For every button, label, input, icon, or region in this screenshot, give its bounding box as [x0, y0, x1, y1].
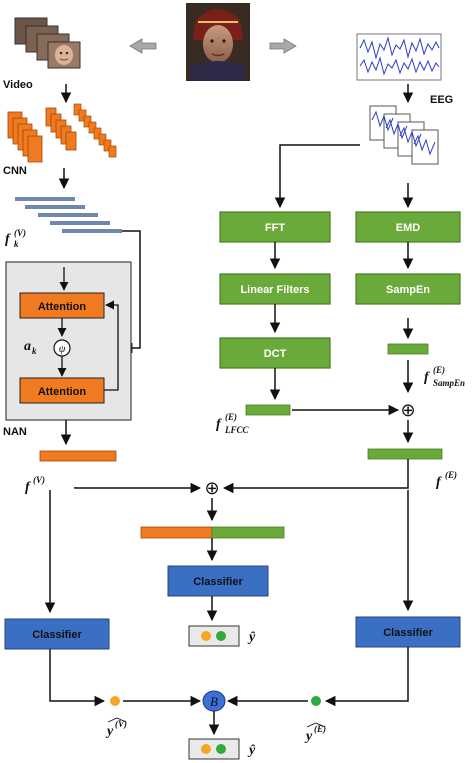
y-hat-e-label: y (E): [304, 722, 326, 744]
attention-bottom-label: Attention: [38, 386, 87, 398]
eeg-stack-icon: [369, 105, 439, 165]
attention-bottom-box: [19, 377, 105, 404]
sampen-feature-bar: [387, 343, 429, 355]
dct-label: DCT: [264, 348, 287, 360]
svg-text:(E): (E): [314, 724, 326, 734]
arrow-attention-loop: [104, 300, 119, 391]
concat-bar-video-part: [140, 526, 213, 539]
svg-text:SampEn: SampEn: [433, 378, 465, 388]
arrow-fv-to-fusion: [74, 482, 202, 494]
attention-top-label: Attention: [38, 301, 87, 313]
psi-symbol: ψ: [59, 343, 66, 355]
final-y-hat-label: ŷ: [247, 743, 256, 758]
f-lfcc-label: f (E) LFCC: [216, 412, 250, 435]
linear-filters-label: Linear Filters: [240, 284, 309, 296]
video-feature-bar: [39, 450, 117, 462]
final-output-dot-video: [201, 744, 211, 754]
center-classifier-label: Classifier: [193, 576, 243, 588]
svg-text:y: y: [105, 724, 114, 739]
yv-output-dot: [110, 696, 120, 706]
svg-text:k: k: [32, 346, 37, 356]
eeg-label: EEG: [430, 94, 453, 106]
attention-top-box: [19, 292, 105, 319]
cnn-layers-icon: [7, 103, 117, 163]
svg-text:(V): (V): [33, 475, 45, 485]
center-output-dot-eeg: [216, 631, 226, 641]
fft-label: FFT: [265, 222, 285, 234]
ye-output-dot: [311, 696, 321, 706]
nan-label: NAN: [3, 426, 27, 438]
svg-text:(E): (E): [433, 365, 445, 375]
svg-text:(E): (E): [225, 412, 237, 422]
frame-feature-bars: [15, 197, 122, 233]
video-frames-icon: [14, 17, 81, 69]
face-photo-icon: [186, 3, 250, 81]
dct-box: [219, 337, 331, 369]
eeg-feature-bar: [367, 448, 443, 460]
a-k-label: a k: [24, 339, 37, 356]
svg-text:k: k: [14, 239, 19, 249]
svg-text:f: f: [216, 417, 222, 432]
left-classifier-label: Classifier: [32, 629, 82, 641]
f-e-label: f (E): [436, 470, 457, 490]
svg-text:f: f: [436, 475, 442, 490]
eeg-concat-operator: ⊕: [400, 400, 415, 421]
sampen-box: [355, 273, 461, 305]
f-v-label: f (V): [25, 475, 45, 495]
center-output-dot-video: [201, 631, 211, 641]
lfcc-feature-bar: [245, 404, 291, 416]
arrow-fe-to-fusion: [222, 459, 409, 494]
arrow-right-classifier-to-ye: [324, 647, 409, 707]
final-output-box: [188, 738, 240, 760]
svg-text:f: f: [424, 370, 430, 385]
video-label: Video: [3, 79, 33, 91]
svg-text:y: y: [304, 729, 313, 744]
svg-text:f: f: [25, 480, 31, 495]
eeg-signal-icon: [356, 33, 442, 81]
arrow-left-icon: [129, 38, 157, 54]
cnn-label: CNN: [3, 165, 27, 177]
svg-text:f: f: [5, 232, 11, 247]
center-y-hat-label: ŷ: [247, 630, 256, 645]
center-classifier-box: [167, 565, 269, 597]
feature-fusion-operator: ⊕: [204, 478, 219, 499]
svg-text:(V): (V): [115, 719, 127, 729]
f-sampen-label: f (E) SampEn: [424, 365, 465, 388]
final-output-dot-eeg: [216, 744, 226, 754]
svg-text:a: a: [24, 339, 31, 354]
svg-text:(E): (E): [445, 470, 457, 480]
y-hat-v-label: y (V): [105, 717, 127, 739]
center-output-box: [188, 625, 240, 647]
arrow-right-icon: [269, 38, 297, 54]
sampen-label: SampEn: [386, 284, 430, 296]
fusion-b-label: B: [210, 694, 218, 709]
arrow-eeg-to-fft: [274, 144, 360, 209]
svg-text:(V): (V): [14, 228, 26, 238]
svg-text:LFCC: LFCC: [224, 425, 250, 435]
emd-label: EMD: [396, 222, 421, 234]
left-classifier-box: [4, 618, 110, 650]
concat-bar-eeg-part: [211, 526, 285, 539]
f-k-v-label: f (V) k: [5, 228, 26, 249]
arrow-left-classifier-to-yv: [49, 649, 106, 707]
right-classifier-label: Classifier: [383, 627, 433, 639]
fft-box: [219, 211, 331, 243]
